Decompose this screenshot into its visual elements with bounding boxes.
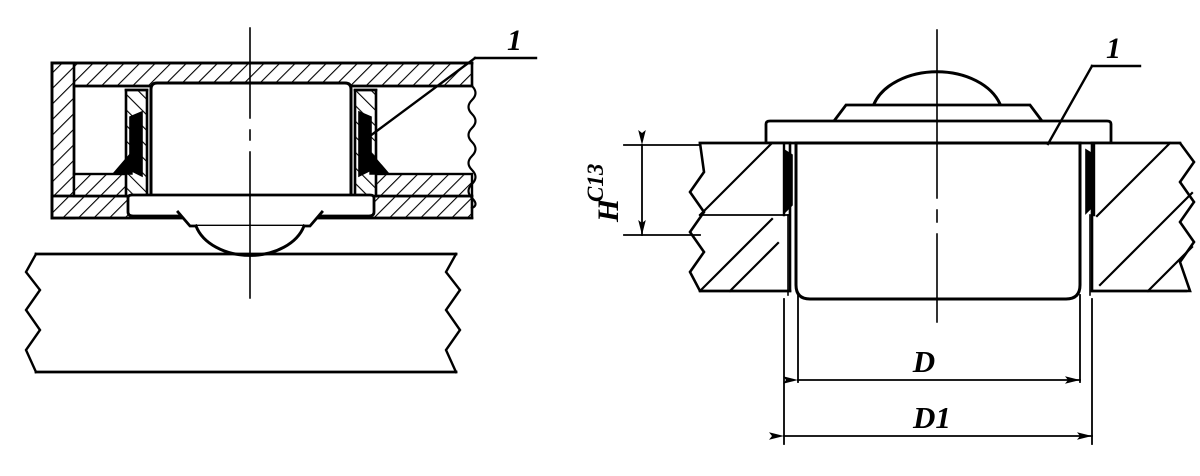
right-view-callout-leader: [1046, 64, 1142, 146]
height-dimension-label: H C13: [583, 164, 625, 223]
flange-diameter-dimension-label: D1: [912, 400, 951, 435]
right-view-retaining-ring-right: [1085, 143, 1096, 296]
left-view-callout-leader: [368, 56, 538, 138]
right-view-housing-body: [794, 141, 1082, 301]
right-view-plate-right: [1090, 141, 1196, 293]
height-dimension: [623, 130, 701, 236]
left-view-unit-body: [149, 81, 353, 198]
left-view-unit-flange: [126, 193, 376, 218]
flange-diameter-dimension: [769, 298, 1093, 445]
height-dimension-label-tolerance: C13: [583, 164, 608, 202]
callout-label-left: 1: [507, 24, 522, 57]
diameter-dimension: [783, 294, 1081, 384]
right-view-flange: [764, 119, 1113, 145]
callout-label-right: 1: [1106, 32, 1121, 65]
right-view: [623, 29, 1196, 445]
height-dimension-label-main: H: [592, 197, 625, 223]
left-view-retaining-ring-right: [353, 88, 391, 198]
right-view-cap-plate: [832, 103, 1044, 123]
left-view-rail-plate: [24, 252, 462, 374]
left-view: [24, 27, 538, 374]
right-view-retaining-ring-left: [782, 143, 793, 296]
diameter-dimension-label: D: [912, 344, 935, 379]
left-view-retaining-ring-left: [111, 88, 149, 198]
left-view-break-line: [467, 84, 477, 210]
right-view-plate-left: [688, 141, 792, 293]
